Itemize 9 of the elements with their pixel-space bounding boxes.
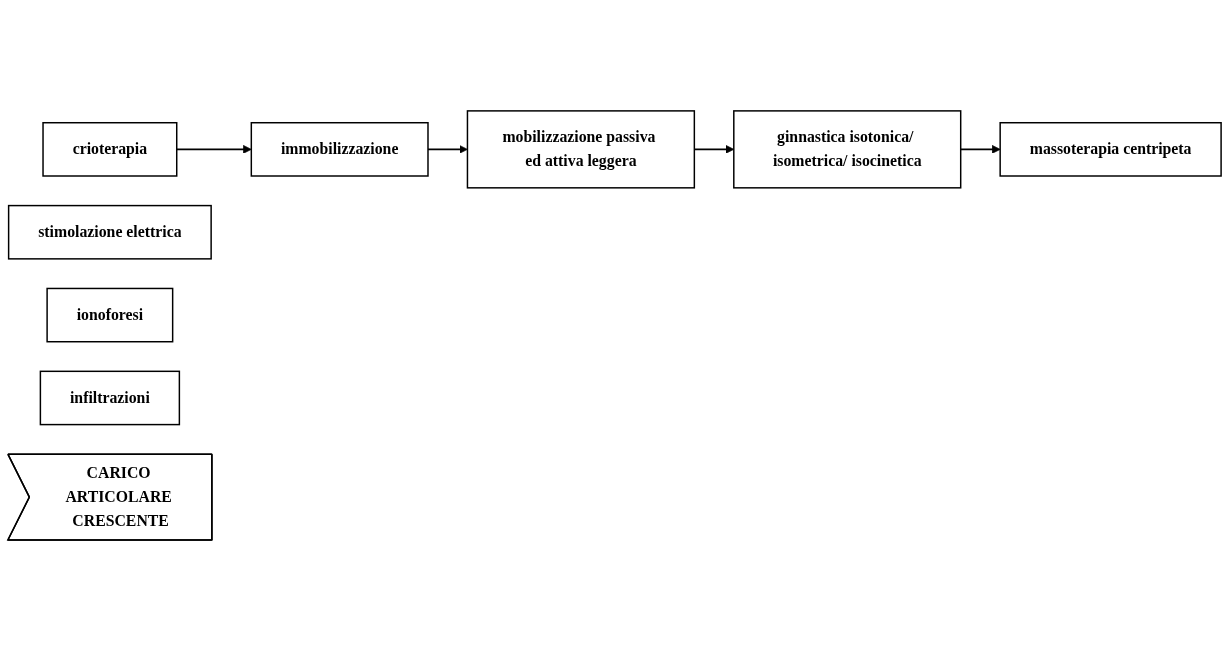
node-box: mobilizzazione passiva ed attiva leggera <box>466 110 696 189</box>
node-box: ginnastica isotonica/ isometrica/ isocinetica <box>733 110 962 189</box>
node-box: crioterapia <box>42 122 178 177</box>
node-box: ionoforesi <box>46 287 174 343</box>
node-box: massoterapia centripeta <box>999 122 1222 177</box>
arrow <box>427 145 468 154</box>
node-box: stimolazione elettrica <box>7 204 212 260</box>
node-box: immobilizzazione <box>250 122 429 177</box>
node-box: infiltrazioni <box>39 370 181 426</box>
